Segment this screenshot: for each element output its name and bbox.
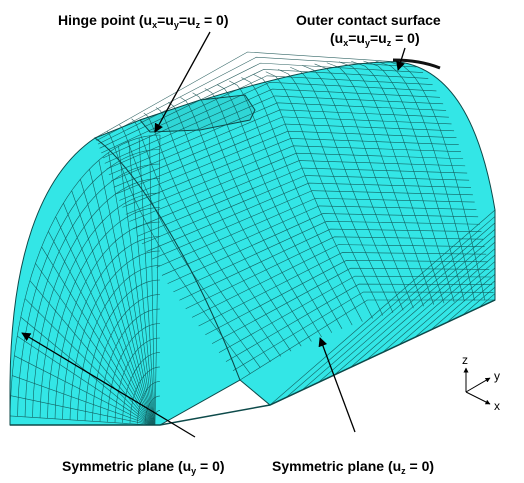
contact-text-2: =u	[348, 30, 365, 46]
x-axis-label: x	[494, 399, 500, 413]
hinge-text-3: =u	[178, 12, 196, 28]
hinge-sub-1: x	[152, 20, 158, 30]
z-axis-label: z	[462, 353, 468, 367]
contact-sub-1: x	[343, 38, 349, 48]
hinge-text-4: = 0)	[200, 12, 229, 28]
sym-y-text-2: = 0)	[196, 458, 225, 474]
contact-sub-2: y	[364, 38, 370, 48]
sym-z-sub: z	[401, 466, 406, 476]
sym-y-text-1: Symmetric plane (u	[62, 458, 192, 474]
outer-contact-condition-label: (ux=uy=uz = 0)	[330, 30, 420, 51]
hinge-point-label: Hinge point (ux=uy=uz = 0)	[58, 12, 229, 33]
coordinate-triad: z y x	[462, 353, 500, 413]
symmetric-plane-z-arrow	[318, 337, 356, 433]
hinge-point-arrow	[154, 31, 211, 133]
contact-sub-3: z	[386, 38, 392, 48]
outer-contact-surface-label: Outer contact surface	[296, 12, 441, 28]
outer-curved-surface	[93, 61, 496, 406]
contact-text-4: = 0)	[391, 30, 420, 46]
contact-text-1: (u	[330, 30, 344, 46]
sym-z-text-2: = 0)	[405, 458, 435, 474]
hinge-text-2: =u	[157, 12, 174, 28]
sym-y-sub: y	[191, 466, 197, 476]
hinge-sub-2: y	[173, 20, 179, 30]
symmetric-plane-y-label: Symmetric plane (uy = 0)	[62, 458, 225, 479]
hinge-sub-3: z	[195, 20, 201, 30]
contact-text-3: =u	[369, 30, 387, 46]
contact-edge-highlight	[392, 58, 441, 70]
outer-contact-arrow	[396, 47, 406, 71]
sym-z-text-1: Symmetric plane (u	[272, 458, 402, 474]
hinge-text-1: Hinge point (u	[58, 12, 153, 28]
symmetric-plane-y-arrow	[21, 332, 196, 438]
y-axis-label: y	[494, 369, 500, 383]
finite-element-mesh	[9, 51, 496, 426]
symmetric-plane-z-label: Symmetric plane (uz = 0)	[272, 458, 434, 479]
